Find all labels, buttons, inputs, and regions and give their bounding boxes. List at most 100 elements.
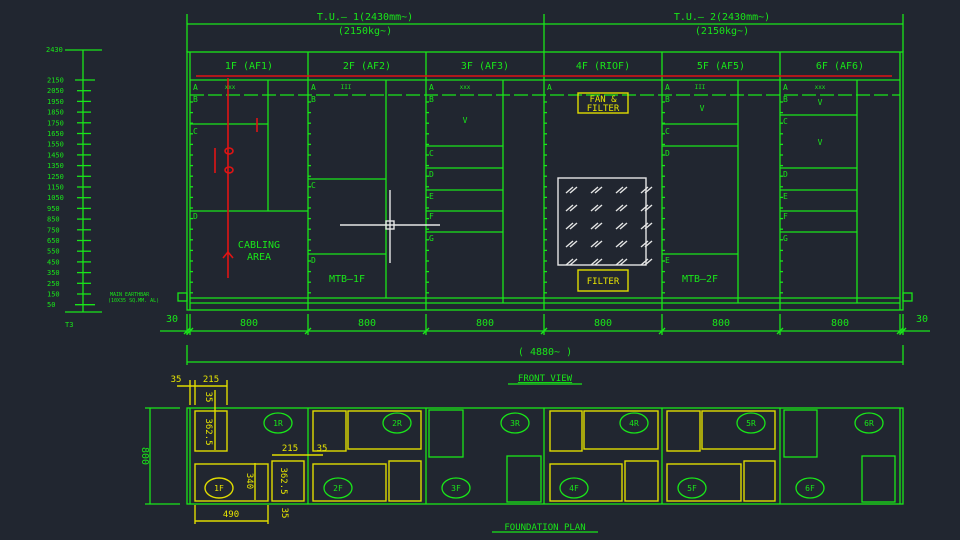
compartment-letter-b: B: [783, 95, 788, 104]
compartment-letter-e: E: [429, 192, 434, 201]
compartment-letter-a: A: [193, 83, 198, 92]
width-label-4: 800: [594, 318, 612, 329]
mtb-1f-label: MTB—1F: [329, 274, 365, 285]
rear-anchor-label: 1R: [273, 419, 283, 428]
dim-362-5a: 362.5: [203, 418, 213, 445]
hatch-mark: [644, 186, 653, 194]
front-anchor-label: 3F: [451, 484, 461, 493]
hatch-mark: [565, 222, 574, 230]
scale-label: 2050: [47, 87, 64, 95]
hatch-mark: [615, 222, 624, 230]
rear-anchor-label: 6R: [864, 419, 874, 428]
cabling-label-2: AREA: [247, 252, 271, 263]
hatch-mark: [565, 204, 574, 212]
scale-label: 1350: [47, 162, 64, 170]
scale-label: 450: [47, 258, 60, 266]
section-header-6: 6F (AF6): [816, 61, 864, 72]
scale-label: 1550: [47, 141, 64, 149]
scale-label: 250: [47, 280, 60, 288]
hatch-mark: [619, 186, 628, 194]
compartment-mark: xxx: [815, 84, 826, 91]
ventilation-mark: V: [818, 98, 823, 107]
compartment-letter-c: C: [429, 149, 434, 158]
crosshair-cursor: [340, 190, 440, 263]
cable-wiring: [214, 78, 258, 278]
scale-label: 1750: [47, 119, 64, 127]
dim-35c: 35: [317, 444, 328, 454]
front-view-title: FRONT VIEW: [518, 374, 573, 384]
front-anchor-marker: [441, 477, 471, 499]
scale-label: 1050: [47, 194, 64, 202]
hatch-mark: [569, 204, 578, 212]
filter-grille: [557, 177, 647, 266]
compartment-mark: III: [695, 84, 706, 91]
compartment-letter-b: B: [429, 95, 434, 104]
fan-filter-box: [577, 92, 629, 114]
hatch-mark: [565, 186, 574, 194]
hatch-mark: [590, 240, 599, 248]
hatch-mark: [640, 240, 649, 248]
hatch-mark: [590, 258, 599, 266]
hatch-mark: [569, 240, 578, 248]
section-header-1: 1F (AF1): [225, 61, 273, 72]
front-anchor-marker: [323, 477, 353, 499]
compartment-letter-b: B: [665, 95, 670, 104]
hatch-mark: [619, 240, 628, 248]
scale-label: 1150: [47, 184, 64, 192]
compartment-letter-f: F: [429, 212, 434, 221]
hatch-mark: [619, 258, 628, 266]
rear-anchor-marker: [382, 412, 412, 434]
hatch-mark: [615, 258, 624, 266]
scale-label: 1850: [47, 109, 64, 117]
ventilation-mark: V: [818, 138, 823, 147]
scale-label: 2150: [47, 77, 64, 85]
filter-label: FILTER: [587, 277, 620, 287]
ventilation-mark: V: [700, 104, 705, 113]
scale-label: 950: [47, 205, 60, 213]
tu1-weight: (2150kg~): [338, 26, 392, 37]
rear-anchor-label: 4R: [629, 419, 639, 428]
front-view: FAN & FILTER FILTER CABLING AREA MTB—1F …: [108, 51, 913, 311]
width-label-3: 800: [476, 318, 494, 329]
rear-anchor-label: 3R: [510, 419, 520, 428]
scale-top-label: 2430: [46, 46, 63, 54]
section-header-3: 3F (AF3): [461, 61, 509, 72]
dim-340: 340: [244, 473, 254, 489]
compartment-letter-e: E: [783, 192, 788, 201]
compartment-letter-c: C: [783, 117, 788, 126]
tu1-label: T.U.— 1(2430mm~): [317, 12, 413, 23]
width-label-1: 800: [240, 318, 258, 329]
front-anchor-marker: [559, 477, 589, 499]
width-label-5: 800: [712, 318, 730, 329]
rear-anchor-marker: [736, 412, 766, 434]
total-width: ( 4880~ ): [518, 347, 572, 358]
side-gap-left: 30: [166, 314, 178, 325]
hatch-mark: [619, 222, 628, 230]
tu2-label: T.U.— 2(2430mm~): [674, 12, 770, 23]
foundation-depth: 800: [139, 447, 150, 465]
compartment-letter-a: A: [665, 83, 670, 92]
compartment-letter-d: D: [429, 170, 434, 179]
hatch-mark: [615, 186, 624, 194]
dim-35d: 35: [279, 508, 289, 519]
scale-label: 850: [47, 216, 60, 224]
front-anchor-label: 5F: [687, 484, 697, 493]
rear-anchor-marker: [619, 412, 649, 434]
ventilation-mark: V: [463, 116, 468, 125]
front-anchor-marker: [677, 477, 707, 499]
scale-label: 1450: [47, 151, 64, 159]
hatch-mark: [644, 258, 653, 266]
filter-box: [577, 269, 629, 292]
front-anchor-label: 4F: [569, 484, 579, 493]
filter-hatch: [565, 186, 653, 266]
scale-label: 1250: [47, 173, 64, 181]
compartment-letter-d: D: [665, 149, 670, 158]
transport-unit-dimensions: T.U.— 1(2430mm~) (2150kg~) T.U.— 2(2430m…: [186, 12, 904, 52]
compartment-letter-b: B: [311, 95, 316, 104]
hatch-mark: [640, 222, 649, 230]
hatch-mark: [644, 222, 653, 230]
scale-label: 1950: [47, 98, 64, 106]
